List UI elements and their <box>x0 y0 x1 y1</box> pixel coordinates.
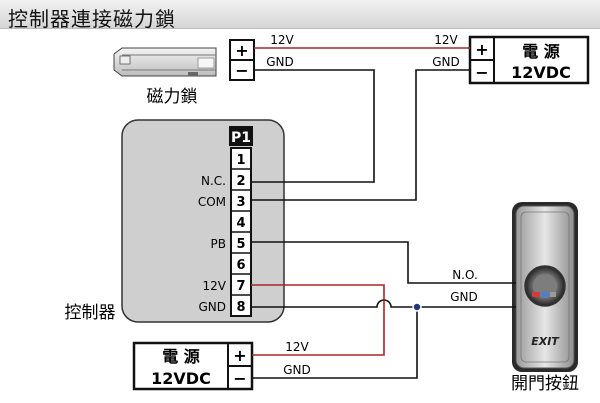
top-power-name: 電 源 <box>522 42 560 61</box>
wire-label-lock-gnd: GND <box>266 55 294 69</box>
top-power-voltage: 12VDC <box>511 63 571 82</box>
wire-label-no: N.O. <box>452 268 478 282</box>
pin-1: 1 <box>236 153 245 168</box>
pin-label-gnd: GND <box>198 300 226 314</box>
bottom-power-name: 電 源 <box>162 347 200 366</box>
wire-bottom-gnd <box>252 307 418 379</box>
exit-text: EXIT <box>531 335 560 348</box>
exit-button: EXIT <box>512 202 578 372</box>
pin-2: 2 <box>236 174 245 189</box>
wire-label-lock-12v: 12V <box>270 33 294 47</box>
lock-terminal-pos: + <box>235 41 248 60</box>
wire-top-gnd <box>251 69 470 201</box>
pin-5: 5 <box>236 237 245 252</box>
lock-label: 磁力鎖 <box>147 87 198 107</box>
pin-6: 6 <box>236 258 245 273</box>
controller-label: 控制器 <box>65 303 116 323</box>
wire-label-bottom-12v: 12V <box>285 340 309 354</box>
bottom-power-terminal-pos: + <box>233 346 246 365</box>
pin-7: 7 <box>236 279 245 294</box>
bottom-power-terminal-neg: − <box>233 369 246 388</box>
top-power-terminal-pos: + <box>475 40 488 59</box>
pin-label-nc: N.C. <box>201 174 226 188</box>
page-title: 控制器連接磁力鎖 <box>8 7 176 31</box>
top-power-terminal-neg: − <box>475 63 488 82</box>
lock-terminal-neg: − <box>235 61 248 80</box>
power-supply-top: + − 電 源 12VDC <box>468 35 590 85</box>
bottom-power-voltage: 12VDC <box>151 369 211 388</box>
pin-4: 4 <box>236 216 245 231</box>
controller: P1 1 2 3 4 5 6 7 8 N.C. COM PB <box>121 119 285 323</box>
pin-strip: 1 2 3 4 5 6 7 8 <box>230 147 252 317</box>
ground-junction <box>412 302 422 312</box>
exit-button-label: 開門按鈕 <box>511 374 579 394</box>
port-label: P1 <box>231 130 251 146</box>
wire-label-exit-gnd: GND <box>450 290 478 304</box>
pin-8: 8 <box>236 300 245 315</box>
magnetic-lock <box>113 47 217 77</box>
wire-label-top-12v: 12V <box>434 33 458 47</box>
pin-label-com: COM <box>198 195 226 209</box>
pin-3: 3 <box>236 195 245 210</box>
lock-terminal-block: + − <box>229 39 255 81</box>
power-supply-bottom: 電 源 12VDC + − <box>132 341 254 391</box>
wire-controller-12v <box>251 284 385 356</box>
wire-lock-gnd <box>251 69 375 183</box>
pin-label-pb: PB <box>211 237 226 251</box>
wire-pb-no <box>251 241 516 284</box>
wire-label-top-gnd: GND <box>432 55 460 69</box>
wire-label-bottom-gnd: GND <box>283 363 311 377</box>
title-bar: 控制器連接磁力鎖 <box>0 0 600 31</box>
pin-label-12v: 12V <box>203 279 227 293</box>
